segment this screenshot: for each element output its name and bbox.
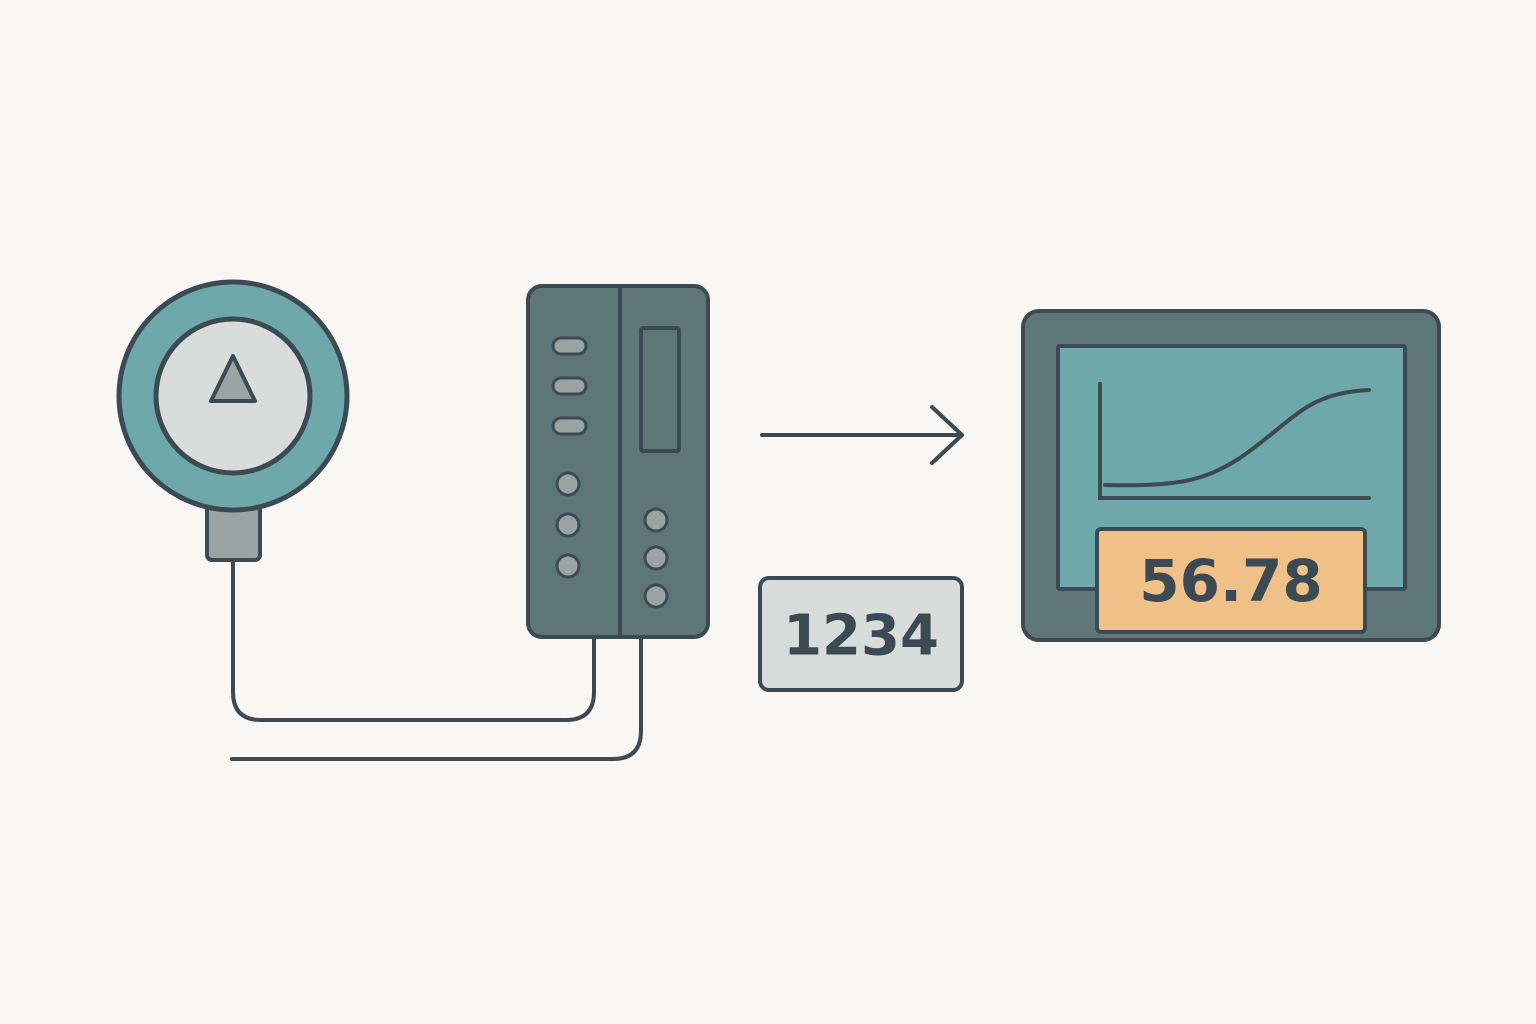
terminal-screw	[643, 545, 669, 571]
s-curve-trend-icon	[1098, 382, 1371, 500]
output-cable	[230, 634, 643, 761]
status-led	[551, 336, 588, 356]
monitor-readout-text: 56.78	[1139, 547, 1322, 615]
terminal-screw	[643, 507, 669, 533]
monitor-display-icon: 56.78	[1021, 309, 1441, 642]
chart-axes	[1098, 382, 1371, 500]
terminal-screw	[555, 471, 581, 497]
terminal-screw	[555, 553, 581, 579]
signal-converter-module-icon	[526, 284, 710, 639]
raw-value-text: 1234	[783, 604, 939, 669]
monitor-readout-box	[1095, 527, 1367, 634]
terminal-screw	[555, 512, 581, 538]
triangle-icon	[209, 354, 257, 403]
trend-curve	[1103, 388, 1371, 488]
sensor-cable	[231, 556, 596, 722]
status-led	[551, 376, 588, 396]
sensor-connector	[205, 503, 262, 562]
status-led	[551, 416, 588, 436]
arrow-right-icon	[760, 405, 964, 465]
raw-value-display: 1234	[758, 576, 964, 692]
module-display-slot	[639, 326, 681, 453]
terminal-screw	[643, 583, 669, 609]
pressure-sensor-icon	[116, 279, 350, 562]
